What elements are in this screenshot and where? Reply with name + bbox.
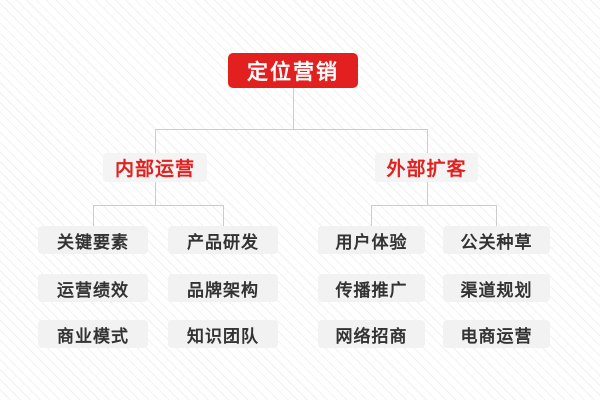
connector-root-stem xyxy=(293,88,294,129)
connector-left-col1-drop xyxy=(93,205,94,226)
branch-internal-operations: 内部运营 xyxy=(103,153,207,182)
connector-right-rail xyxy=(371,205,497,206)
leaf-channel-planning: 渠道规划 xyxy=(443,274,550,302)
connector-branch-rail xyxy=(155,129,428,130)
leaf-knowledge-team: 知识团队 xyxy=(168,320,278,348)
leaf-pr-seeding: 公关种草 xyxy=(443,226,550,254)
leaf-ecommerce-operation: 电商运营 xyxy=(443,320,550,348)
leaf-business-model: 商业模式 xyxy=(38,320,148,348)
leaf-operation-performance: 运营绩效 xyxy=(38,274,148,302)
leaf-brand-architecture: 品牌架构 xyxy=(168,274,278,302)
leaf-communication-promotion: 传播推广 xyxy=(318,274,425,302)
connector-right-stem xyxy=(427,182,428,205)
leaf-key-elements: 关键要素 xyxy=(38,226,148,254)
connector-left-rail xyxy=(93,205,224,206)
leaf-user-experience: 用户体验 xyxy=(318,226,425,254)
connector-left-stem xyxy=(155,182,156,205)
connector-branch-right-drop xyxy=(427,129,428,153)
leaf-online-investment: 网络招商 xyxy=(318,320,425,348)
connector-right-col2-drop xyxy=(496,205,497,226)
leaf-product-development: 产品研发 xyxy=(168,226,278,254)
connector-right-col1-drop xyxy=(371,205,372,226)
node-positioning-marketing: 定位营销 xyxy=(228,53,358,88)
connector-branch-left-drop xyxy=(155,129,156,153)
branch-external-expansion: 外部扩客 xyxy=(375,153,478,182)
connector-left-col2-drop xyxy=(223,205,224,226)
